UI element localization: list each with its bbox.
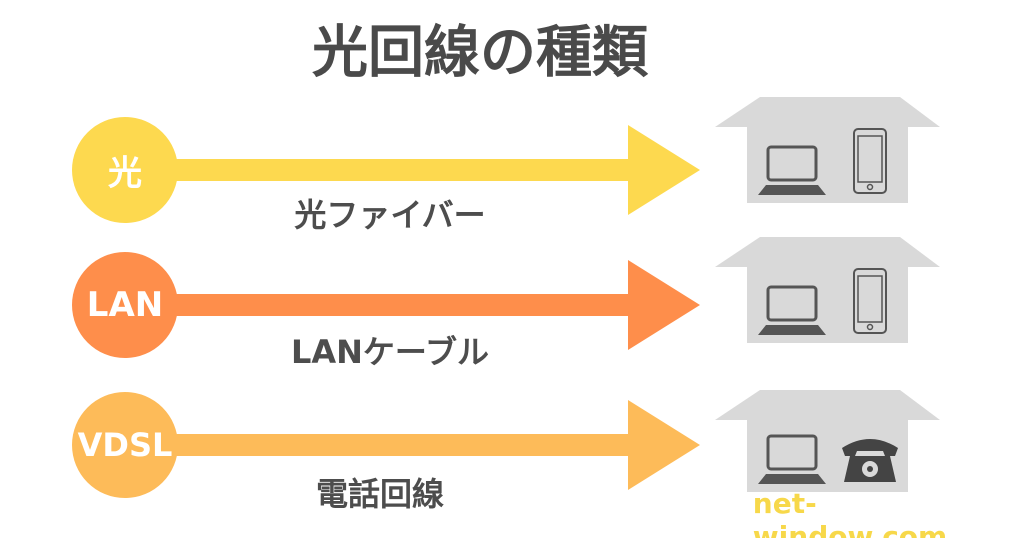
laptop-icon <box>766 434 818 471</box>
smartphone-home-button <box>866 183 874 191</box>
laptop-icon <box>766 285 818 322</box>
label-fiber: 光ファイバー <box>294 196 486 234</box>
smartphone-home-button <box>866 323 874 331</box>
arrow-shaft <box>170 294 635 316</box>
arrow-head <box>628 400 700 490</box>
label-phone-line: 電話回線 <box>315 475 445 513</box>
smartphone-screen <box>857 135 883 183</box>
arrow-head <box>628 260 700 350</box>
house-icon <box>715 97 940 203</box>
diagram-title: 光回線の種類 <box>312 20 648 86</box>
badge-circle <box>72 117 178 223</box>
telephone-dial-center <box>867 466 873 472</box>
badge-circle <box>72 252 178 358</box>
laptop-icon <box>766 145 818 182</box>
badge-circle <box>72 392 178 498</box>
arrow-shaft <box>170 434 635 456</box>
badge-hikari: 光 <box>108 153 142 194</box>
badge-vdsl: VDSL <box>77 426 173 464</box>
laptop-base <box>758 185 826 195</box>
smartphone-screen <box>857 275 883 323</box>
badge-lan: LAN <box>86 285 164 325</box>
smartphone-icon <box>853 268 887 334</box>
telephone-icon <box>842 439 898 456</box>
laptop-base <box>758 474 826 484</box>
arrow-shaft <box>170 159 635 181</box>
smartphone-icon <box>853 128 887 194</box>
watermark: net-window.com <box>752 487 948 538</box>
house-icon <box>715 237 940 343</box>
label-lan-cable: LANケーブル <box>290 333 490 371</box>
arrow-head <box>628 125 700 215</box>
laptop-base <box>758 325 826 335</box>
house-icon <box>715 390 940 492</box>
